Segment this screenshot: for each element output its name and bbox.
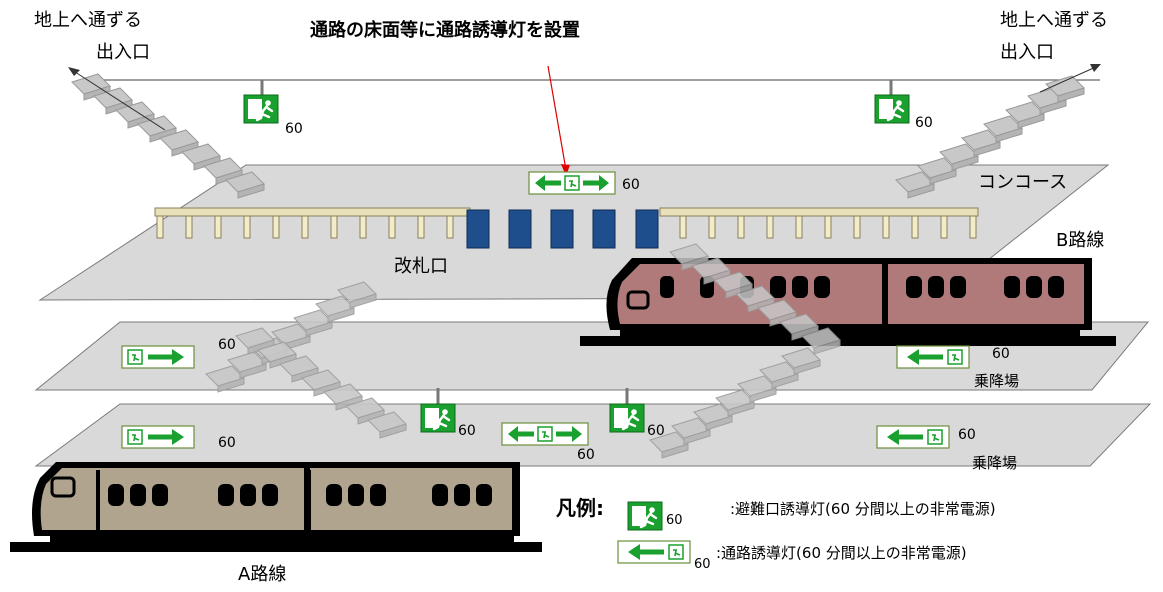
evac-sign-concourse-right bbox=[873, 93, 911, 125]
right-exit-arrowhead bbox=[1090, 64, 1101, 72]
upper-platform-label: 乗降場 bbox=[974, 372, 1020, 390]
legend-title: 凡例: bbox=[556, 496, 604, 520]
red-indicator-line bbox=[547, 65, 567, 171]
headline: 通路の床面等に通路誘導灯を設置 bbox=[310, 20, 580, 41]
duration-passage-upper-right: 60 bbox=[992, 346, 1010, 362]
concourse-label: コンコース bbox=[978, 172, 1068, 193]
left-exit-label-line1: 地上へ通ずる bbox=[34, 10, 142, 31]
right-exit-arrow-line bbox=[1039, 65, 1099, 93]
duration-passage-upper-left: 60 bbox=[218, 337, 236, 353]
evac-sign-platform-right bbox=[608, 402, 646, 434]
duration-passage-concourse: 60 bbox=[622, 177, 640, 193]
legend-evac-duration: 60 bbox=[666, 513, 683, 528]
right-exit-label-line1: 地上へ通ずる bbox=[1000, 10, 1108, 31]
evac-sign-platform-left bbox=[419, 402, 457, 434]
ticket-gate-fence bbox=[154, 207, 979, 239]
duration-evac-concourse-right: 60 bbox=[915, 115, 933, 131]
lower-platform-label: 乗降場 bbox=[972, 454, 1018, 472]
passage-sign-upper-right bbox=[897, 346, 969, 368]
duration-passage-lower-right: 60 bbox=[958, 427, 976, 443]
line-b-label: B路線 bbox=[1056, 230, 1105, 251]
passage-sign-lower-right bbox=[877, 426, 949, 448]
duration-evac-concourse-left: 60 bbox=[285, 121, 303, 137]
lower-platform-floor bbox=[34, 403, 1152, 467]
legend-passage-desc: :通路誘導灯(60 分間以上の非常電源) bbox=[716, 544, 967, 562]
evac-sign-concourse-left bbox=[242, 93, 280, 125]
legend-passage-duration: 60 bbox=[694, 557, 711, 572]
train-b bbox=[580, 258, 1116, 346]
passage-sign-lower-left bbox=[122, 426, 194, 448]
left-exit-label-line2: 出入口 bbox=[96, 42, 150, 63]
passage-sign-concourse bbox=[529, 172, 615, 194]
passage-sign-upper-left bbox=[122, 346, 194, 368]
duration-evac-platform-left: 60 bbox=[458, 423, 476, 439]
legend-passage-sign-icon bbox=[618, 541, 690, 563]
legend-evac-sign-icon bbox=[626, 500, 664, 532]
duration-evac-platform-right: 60 bbox=[647, 423, 665, 439]
train-a bbox=[10, 462, 542, 552]
left-exit-stairs bbox=[71, 73, 265, 199]
right-exit-label-line2: 出入口 bbox=[1000, 42, 1054, 63]
ticket-gate-machines bbox=[466, 209, 659, 249]
legend-evac-desc: :避難口誘導灯(60 分間以上の非常電源) bbox=[730, 500, 996, 518]
passage-sign-lower-middle bbox=[502, 423, 588, 445]
left-exit-arrow-line bbox=[71, 69, 166, 131]
ticket-gate-label: 改札口 bbox=[394, 256, 448, 277]
duration-passage-lower-left: 60 bbox=[218, 435, 236, 451]
red-indicator-arrowhead bbox=[561, 164, 570, 176]
duration-passage-lower-middle: 60 bbox=[577, 447, 595, 463]
left-exit-arrowhead bbox=[68, 67, 80, 76]
line-a-label: A路線 bbox=[238, 564, 287, 585]
